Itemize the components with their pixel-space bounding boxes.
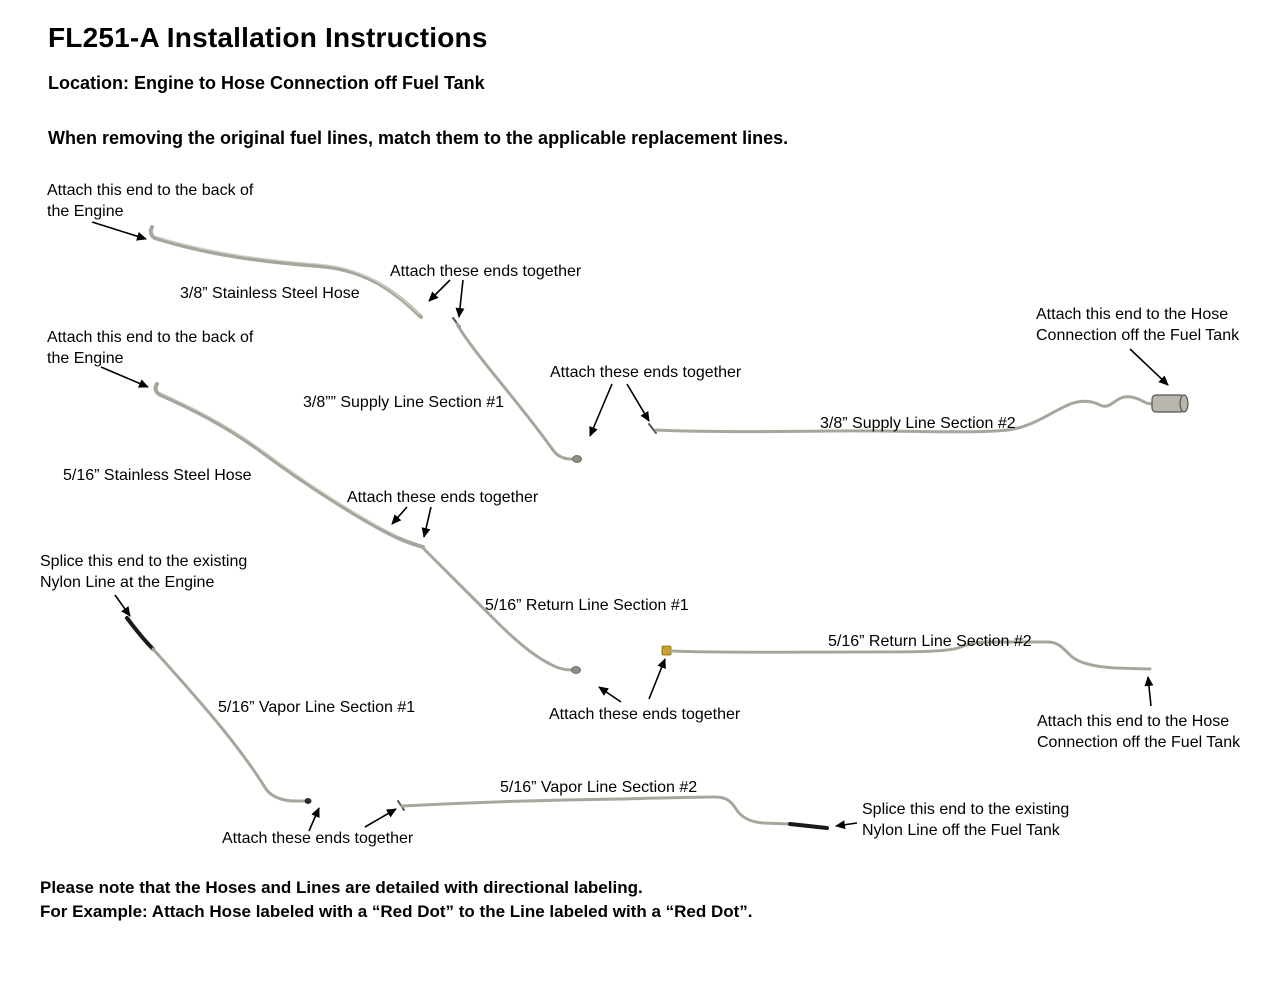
label-attach-tank-top: Attach this end to the Hose Connection o… [1036, 306, 1240, 344]
label-hose-516: 5/16” Stainless Steel Hose [63, 467, 252, 484]
label-splice-engine: Splice this end to the existing Nylon Li… [40, 553, 248, 591]
arrow-attach-3a [391, 506, 408, 525]
arrow-attach-3b [421, 506, 432, 538]
arrow-attach-1a [428, 279, 451, 302]
label-return-line-1: 5/16” Return Line Section #1 [485, 597, 689, 614]
fuel-tank-hose-fitting-end [1179, 394, 1189, 413]
hose-516-highlight [160, 392, 399, 537]
arrow-tank-bottom [1144, 676, 1154, 707]
label-attach-tank-bottom: Attach this end to the Hose Connection o… [1037, 713, 1241, 751]
label-splice-tank: Splice this end to the existing Nylon Li… [862, 801, 1070, 839]
supply-1-end-fitting [572, 455, 582, 463]
label-attach-ends-2: Attach these ends together [550, 364, 742, 381]
supply-2-start-fitting [648, 423, 657, 434]
arrow-splice-engine [114, 594, 131, 617]
arrow-attach-2b [626, 383, 650, 422]
supply-line-2 [654, 395, 1154, 434]
vapor-line-2 [400, 795, 792, 826]
fuel-tank-hose-fitting [1151, 394, 1185, 413]
label-attach-ends-4: Attach these ends together [549, 706, 741, 723]
label-vapor-line-1: 5/16” Vapor Line Section #1 [218, 699, 416, 716]
vapor-line-1 [151, 647, 308, 803]
supply-line-1 [455, 322, 574, 461]
intro-note: When removing the original fuel lines, m… [48, 128, 789, 148]
label-supply-line-2: 3/8” Supply Line Section #2 [820, 415, 1016, 432]
label-attach-ends-1: Attach these ends together [390, 263, 582, 280]
label-hose-38: 3/8” Stainless Steel Hose [180, 285, 360, 302]
label-attach-ends-3: Attach these ends together [347, 489, 539, 506]
arrow-tank-top [1129, 348, 1169, 386]
location-subtitle: Location: Engine to Hose Connection off … [48, 73, 485, 93]
arrow-attach-2a [589, 383, 613, 437]
label-vapor-line-2: 5/16” Vapor Line Section #2 [500, 779, 698, 796]
label-attach-ends-5: Attach these ends together [222, 830, 414, 847]
hose-516-line [153, 382, 425, 549]
hose-38-line [148, 225, 423, 319]
page-title: FL251-A Installation Instructions [48, 22, 488, 53]
arrow-attach-5b [364, 808, 397, 828]
label-return-line-2: 5/16” Return Line Section #2 [828, 633, 1032, 650]
vapor-2-nylon-splice [788, 822, 829, 830]
arrow-attach-5a [308, 807, 320, 832]
arrow-engine-2 [100, 366, 149, 388]
arrow-attach-4b [648, 658, 666, 700]
arrow-attach-1b [455, 279, 465, 318]
vapor-1-end-fitting [304, 798, 312, 804]
label-attach-engine-1: Attach this end to the back of the Engin… [47, 182, 254, 220]
label-attach-engine-2: Attach this end to the back of the Engin… [47, 329, 254, 367]
arrow-splice-tank [835, 820, 858, 830]
footer-note-directional: Please note that the Hoses and Lines are… [40, 878, 643, 897]
label-supply-line-1: 3/8”” Supply Line Section #1 [303, 394, 505, 411]
return-line-1 [422, 547, 573, 672]
arrow-engine-1 [91, 221, 147, 241]
hose-38-highlight [157, 236, 420, 315]
arrow-attach-4a [598, 686, 622, 703]
return-line-2 [669, 640, 1152, 671]
return-1-end-fitting [571, 666, 581, 674]
footer-note-example: For Example: Attach Hose labeled with a … [40, 902, 753, 921]
vapor-1-nylon-splice [125, 616, 155, 651]
